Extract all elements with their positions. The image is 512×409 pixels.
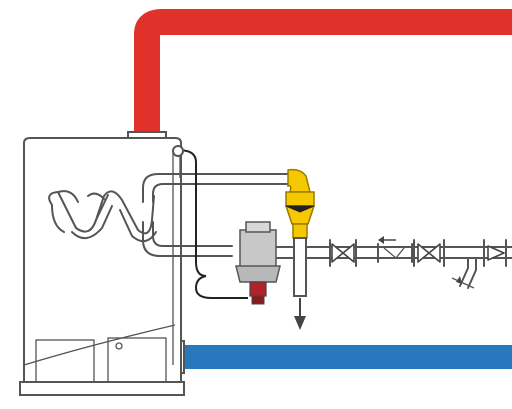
cold-water-inlet-pipe <box>182 345 512 369</box>
sensor-fitting <box>172 145 184 157</box>
circulation-pipe <box>142 221 233 257</box>
globe-valve <box>413 239 445 267</box>
strainer <box>451 257 477 289</box>
gate-valve <box>329 239 357 267</box>
end-valve <box>483 239 507 267</box>
drain-discharge-pipe <box>293 237 307 297</box>
flow-left-arrow <box>378 236 396 244</box>
capillary-sensor-line <box>177 149 248 299</box>
discharge-down-arrow <box>294 316 306 330</box>
temperature-pressure-relief-valve <box>284 168 316 239</box>
hot-branch-pipe <box>142 173 293 203</box>
water-heater-tank <box>19 137 185 396</box>
thermostatic-mixing-valve <box>235 221 281 305</box>
check-valve <box>377 243 413 263</box>
hot-water-outlet-pipe <box>134 9 512 137</box>
